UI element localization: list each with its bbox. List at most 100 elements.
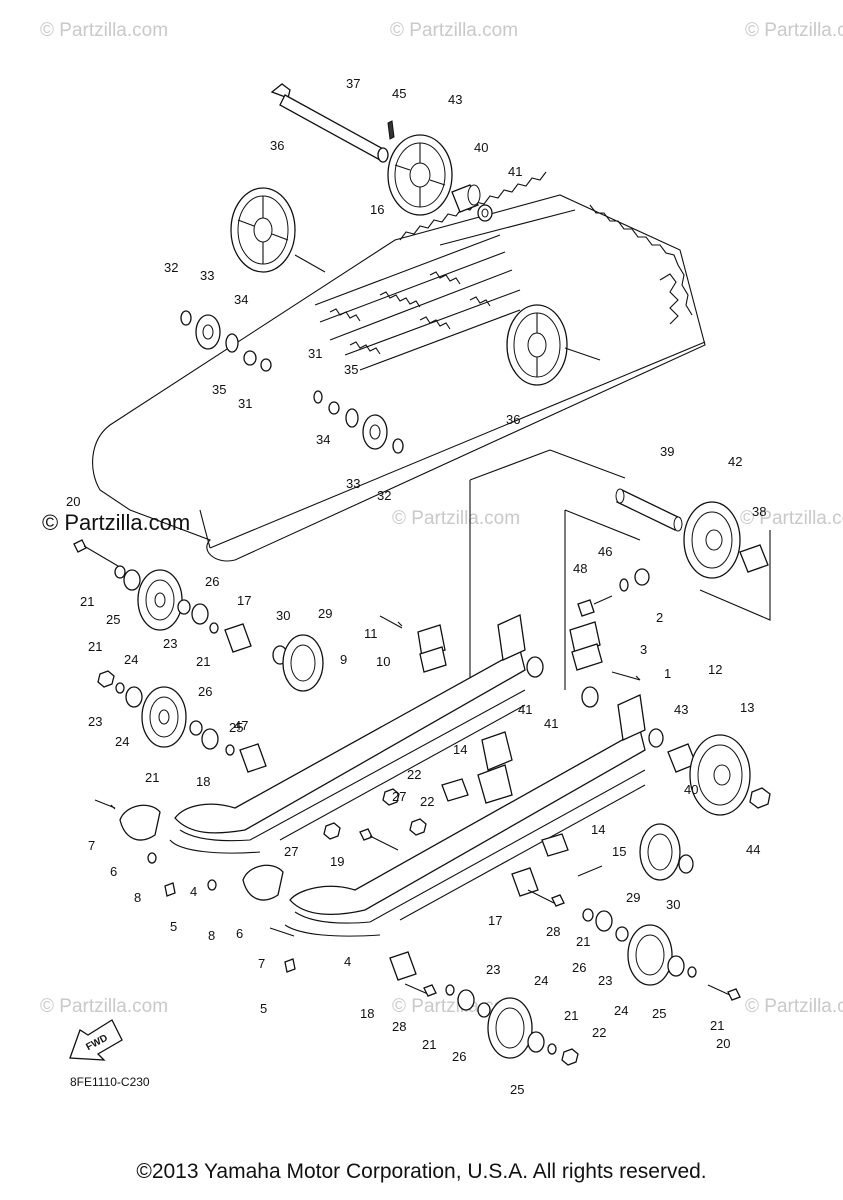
- callout-27: 27: [284, 844, 298, 859]
- track-cleats: [314, 234, 521, 371]
- wheel-24-b: [141, 686, 187, 748]
- callout-26: 26: [452, 1049, 466, 1064]
- bracket-2: [569, 621, 603, 671]
- callout-14: 14: [591, 822, 605, 837]
- wheel-24-a: [137, 569, 183, 631]
- idler-wheel-43-right: [689, 734, 751, 816]
- bolt-20-bottom: [707, 984, 741, 1001]
- nut-22-c: [561, 1048, 579, 1066]
- bolt-46: [577, 595, 613, 617]
- callout-46: 46: [598, 544, 612, 559]
- collar-25-a: [123, 569, 141, 591]
- watermark-top-left: © Partzilla.com: [40, 20, 168, 41]
- bracket-10: [417, 624, 447, 673]
- bracket-14-b: [541, 833, 569, 857]
- callout-21: 21: [145, 770, 159, 785]
- collar-26-c: [595, 910, 613, 932]
- callout-28: 28: [392, 1019, 406, 1034]
- bearing-33-mid: [362, 414, 388, 450]
- callout-24: 24: [534, 973, 548, 988]
- callout-44: 44: [746, 842, 760, 857]
- callout-7: 7: [88, 838, 95, 853]
- diagram-code: 8FE1110-C230: [70, 1075, 150, 1089]
- collar-30-b: [678, 854, 694, 874]
- callout-7: 7: [258, 956, 265, 971]
- callout-1: 1: [664, 666, 671, 681]
- collar-34-top: [225, 333, 239, 353]
- arm-18-a: [239, 743, 267, 773]
- callout-11: 11: [364, 626, 378, 641]
- callout-36: 36: [506, 412, 520, 427]
- callout-32: 32: [377, 488, 391, 503]
- callout-37: 37: [346, 76, 360, 91]
- washer-8-b: [207, 879, 217, 891]
- callout-34: 34: [234, 292, 248, 307]
- collar-25-c: [667, 955, 685, 977]
- collar-41-left: [526, 656, 544, 678]
- watermark-top-right: © Partzilla.com: [745, 20, 843, 41]
- wheel-24-c: [627, 924, 673, 986]
- washer-21-e: [582, 908, 594, 922]
- collar-25-b: [125, 686, 143, 708]
- callout-15: 15: [612, 844, 626, 859]
- bolt-7-a: [94, 799, 116, 810]
- callout-28: 28: [546, 924, 560, 939]
- wheel-24-d: [487, 997, 533, 1059]
- callout-42: 42: [728, 454, 742, 469]
- callout-2: 2: [656, 610, 663, 625]
- callout-35: 35: [212, 382, 226, 397]
- callout-48: 48: [573, 561, 587, 576]
- callout-23: 23: [163, 636, 177, 651]
- track-belt: [92, 171, 706, 562]
- callout-6: 6: [236, 926, 243, 941]
- callout-45: 45: [392, 86, 406, 101]
- callout-21: 21: [196, 654, 210, 669]
- collar-25-d: [527, 1031, 545, 1053]
- callout-21: 21: [576, 934, 590, 949]
- watermark-top-center: © Partzilla.com: [390, 20, 518, 41]
- callout-40: 40: [474, 140, 488, 155]
- callout-34: 34: [316, 432, 330, 447]
- nut-27-b: [409, 818, 427, 836]
- bolt-3: [611, 671, 641, 681]
- collar-41-center: [581, 686, 599, 708]
- callout-27: 27: [392, 789, 406, 804]
- callout-36: 36: [270, 138, 284, 153]
- collar-26-d: [457, 989, 475, 1011]
- callout-25: 25: [229, 720, 243, 735]
- slide-rail-left: [169, 649, 526, 854]
- callout-39: 39: [660, 444, 674, 459]
- callout-31: 31: [238, 396, 252, 411]
- bolt-28-b: [404, 983, 437, 997]
- washer-21-a: [114, 565, 126, 579]
- spacer-23-c: [615, 926, 629, 942]
- nut-27-a: [323, 822, 341, 840]
- callout-25: 25: [652, 1006, 666, 1021]
- callout-21: 21: [422, 1037, 436, 1052]
- callout-8: 8: [208, 928, 215, 943]
- wheel-29-b: [639, 823, 681, 881]
- collar-34-mid: [345, 408, 359, 428]
- callout-19: 19: [330, 854, 344, 869]
- bearing-33-top: [195, 314, 221, 350]
- callout-16: 16: [370, 202, 384, 217]
- washer-21-f: [687, 966, 697, 978]
- callout-5: 5: [170, 919, 177, 934]
- callout-22: 22: [420, 794, 434, 809]
- spacer-38: [739, 544, 769, 573]
- nut-22-b: [382, 788, 400, 806]
- spacer-23-a: [177, 599, 191, 615]
- watermark-bottom-left: © Partzilla.com: [40, 996, 168, 1017]
- callout-32: 32: [164, 260, 178, 275]
- callout-13: 13: [740, 700, 754, 715]
- copyright-notice: ©2013 Yamaha Motor Corporation, U.S.A. A…: [136, 1160, 707, 1183]
- callout-17: 17: [488, 913, 502, 928]
- washer-21-b: [209, 622, 219, 634]
- bolt-19: [359, 828, 399, 851]
- callout-26: 26: [205, 574, 219, 589]
- collar-26-a: [191, 603, 209, 625]
- washer-21-g: [445, 984, 455, 996]
- callout-17: 17: [237, 593, 251, 608]
